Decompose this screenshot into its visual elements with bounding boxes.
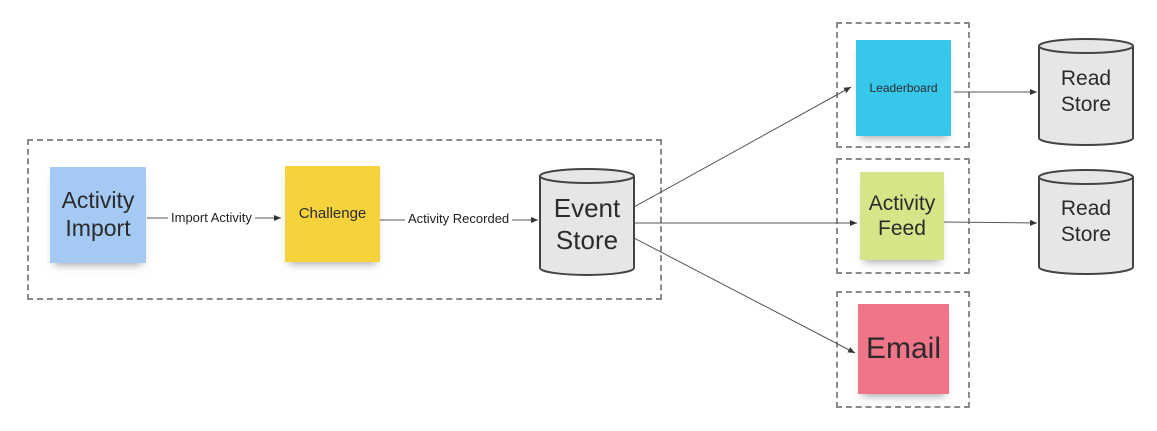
bounded-context-email xyxy=(836,291,970,408)
sticky-activity-import[interactable]: Activity Import xyxy=(50,167,146,263)
bounded-context-challenge xyxy=(27,139,662,300)
read-store-1-label: Read Store xyxy=(1060,66,1112,116)
bounded-context-leaderboard xyxy=(836,22,970,148)
read-store-2-label: Read Store xyxy=(1060,196,1112,246)
sticky-leaderboard-label: Leaderboard xyxy=(869,80,938,95)
sticky-challenge-label: Challenge xyxy=(298,205,367,222)
sticky-challenge[interactable]: Challenge xyxy=(285,166,380,262)
read-store-2-cylinder xyxy=(1038,169,1134,275)
edge-activity-feed-to-read-store xyxy=(943,219,1038,226)
bounded-context-activity-feed xyxy=(836,158,970,274)
event-store-cylinder xyxy=(539,168,635,276)
event-store-label: Event Store xyxy=(553,192,621,256)
sticky-activity-feed[interactable]: Activity Feed xyxy=(860,172,944,260)
edge-label-activity-recorded: Activity Recorded xyxy=(405,211,513,226)
edge-label-import-activity: Import Activity xyxy=(168,210,255,225)
sticky-activity-import-label: Activity Import xyxy=(61,187,135,241)
sticky-leaderboard[interactable]: Leaderboard xyxy=(856,40,951,136)
sticky-email-label: Email xyxy=(865,332,941,365)
edge-event-store-to-email xyxy=(633,237,856,354)
edge-event-store-to-leaderboard xyxy=(633,86,852,208)
read-store-1-cylinder xyxy=(1038,38,1134,146)
sticky-email[interactable]: Email xyxy=(858,304,949,394)
sticky-activity-feed-label: Activity Feed xyxy=(868,191,936,240)
